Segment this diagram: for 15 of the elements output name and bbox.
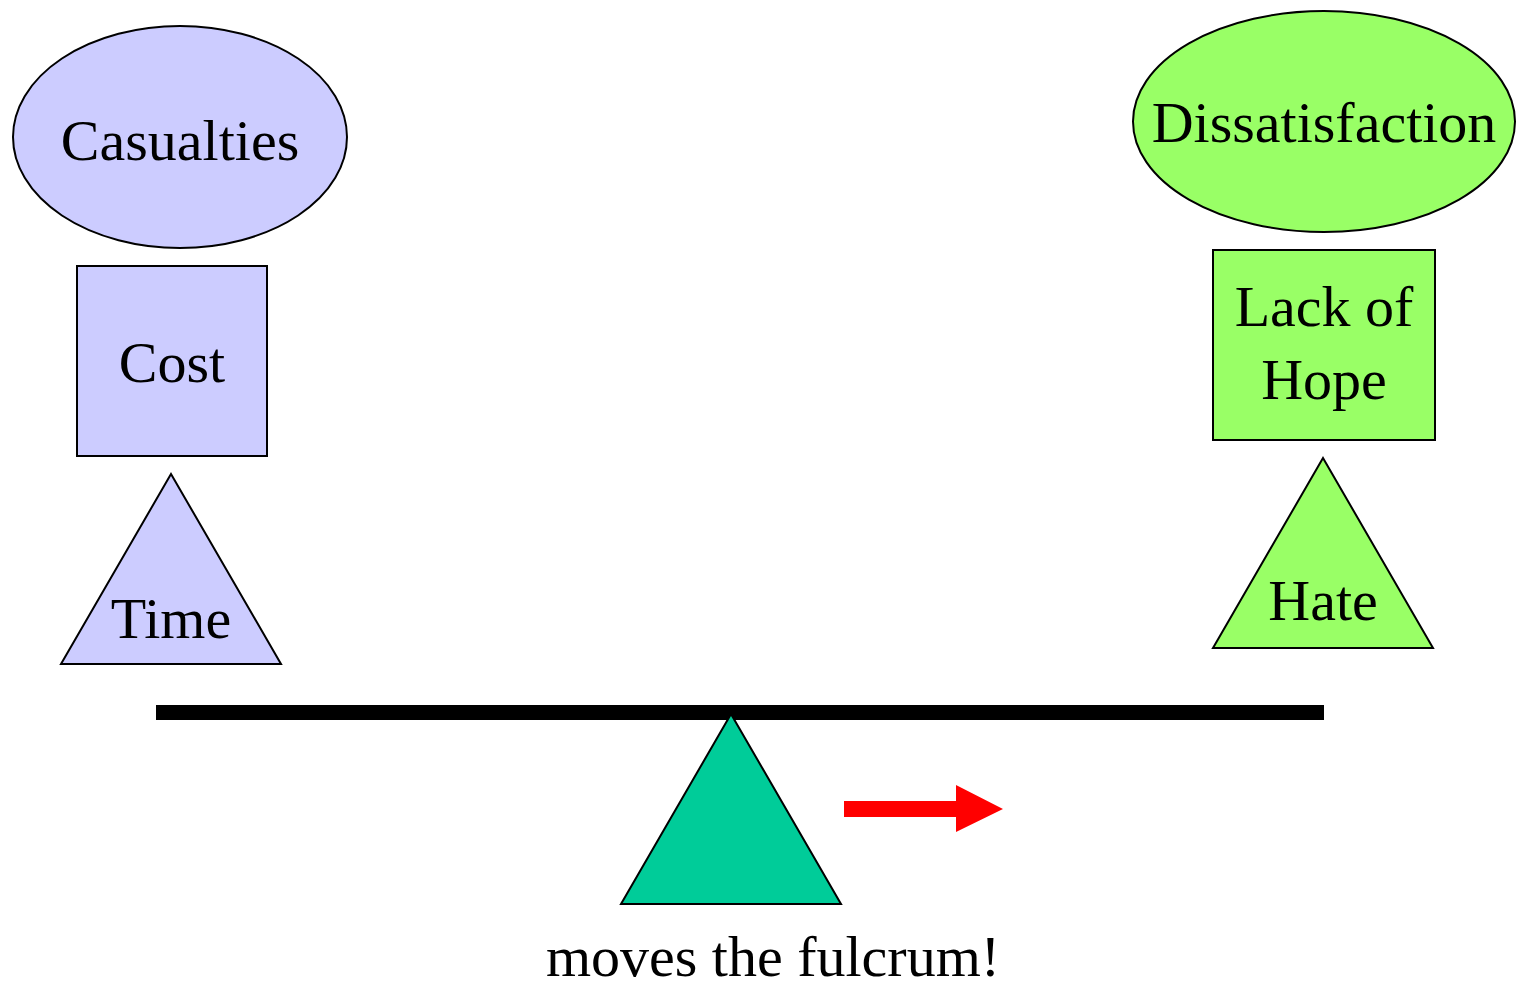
node-label: Hate [1267, 567, 1379, 635]
node-label: Time [109, 585, 233, 653]
node-label: Dissatisfaction [1150, 89, 1498, 157]
square-node [76, 265, 268, 457]
ellipse-node [1132, 10, 1516, 233]
square-node [1212, 249, 1436, 441]
node-label: Cost [117, 329, 227, 397]
triangle-node [60, 473, 282, 665]
ellipse-node [12, 25, 348, 249]
node-label: Lack of Hope [1233, 273, 1415, 414]
seesaw-beam [156, 705, 1324, 720]
triangle-node [1212, 457, 1434, 649]
caption-text: moves the fulcrum! [544, 928, 1002, 986]
fulcrum-triangle [620, 713, 842, 905]
node-label: Casualties [59, 107, 301, 175]
